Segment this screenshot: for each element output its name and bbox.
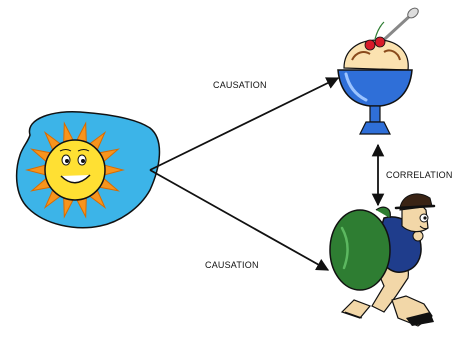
causation-arrow-bottom xyxy=(150,170,328,270)
causation-label-top: CAUSATION xyxy=(213,80,267,90)
causation-arrow-top xyxy=(150,78,338,170)
ice-cream-sundae-icon xyxy=(338,6,420,134)
sun-icon xyxy=(17,112,160,228)
causation-label-bottom: CAUSATION xyxy=(205,260,259,270)
correlation-label: CORRELATION xyxy=(386,170,453,180)
thief-with-loot-bag-icon xyxy=(330,194,434,326)
